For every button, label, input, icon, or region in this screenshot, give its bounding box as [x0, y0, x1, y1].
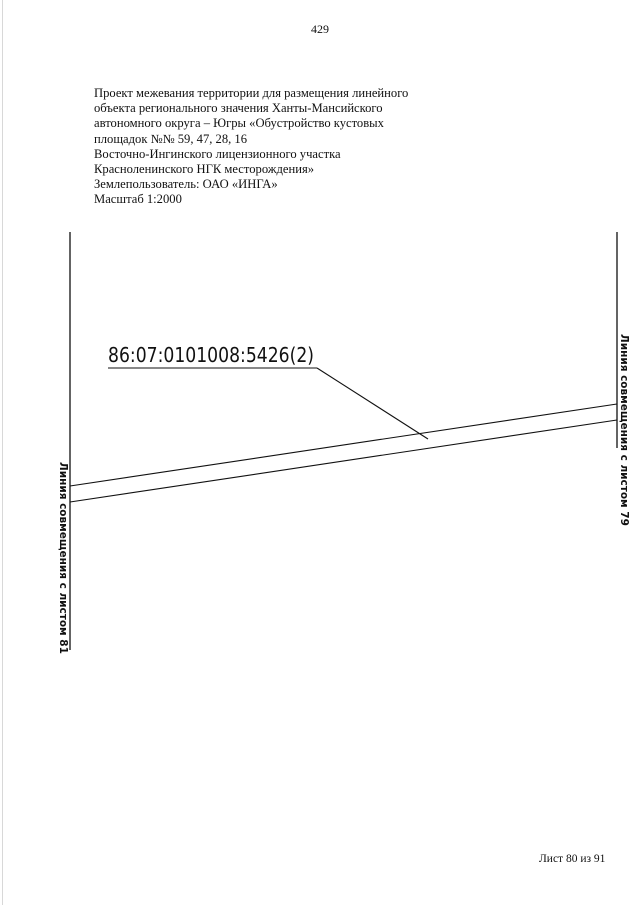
label-leader — [316, 367, 429, 440]
parcel-boundary-upper — [69, 403, 618, 487]
parcel-boundary-lower — [69, 419, 618, 503]
header-line-2: объекта регионального значения Ханты-Ман… — [94, 101, 383, 116]
header-line-5: Восточно-Ингинского лицензионного участк… — [94, 146, 341, 161]
header-line-3: автономного округа – Югры «Обустройство … — [94, 116, 384, 131]
sheet-counter: Лист 80 из 91 — [539, 853, 606, 865]
header-line-7: Землепользователь: ОАО «ИНГА» — [94, 177, 278, 192]
header-line-4: площадок №№ 59, 47, 28, 16 — [94, 131, 248, 146]
left-match-line-label: Линия совмещения с листом 81 — [57, 462, 69, 654]
header-block: Проект межевания территории для размещен… — [94, 86, 454, 208]
header-line-6: Красноленинского НГК месторождения» — [94, 162, 315, 177]
parcel-cadastral-number: 86:07:0101008:5426(2) — [108, 343, 314, 367]
right-match-line-label: Линия совмещения с листом 79 — [618, 334, 630, 526]
header-line-scale: Масштаб 1:2000 — [94, 192, 182, 207]
scan-edge — [2, 0, 3, 905]
header-line-1: Проект межевания территории для размещен… — [94, 86, 409, 100]
page-number: 429 — [311, 22, 329, 36]
